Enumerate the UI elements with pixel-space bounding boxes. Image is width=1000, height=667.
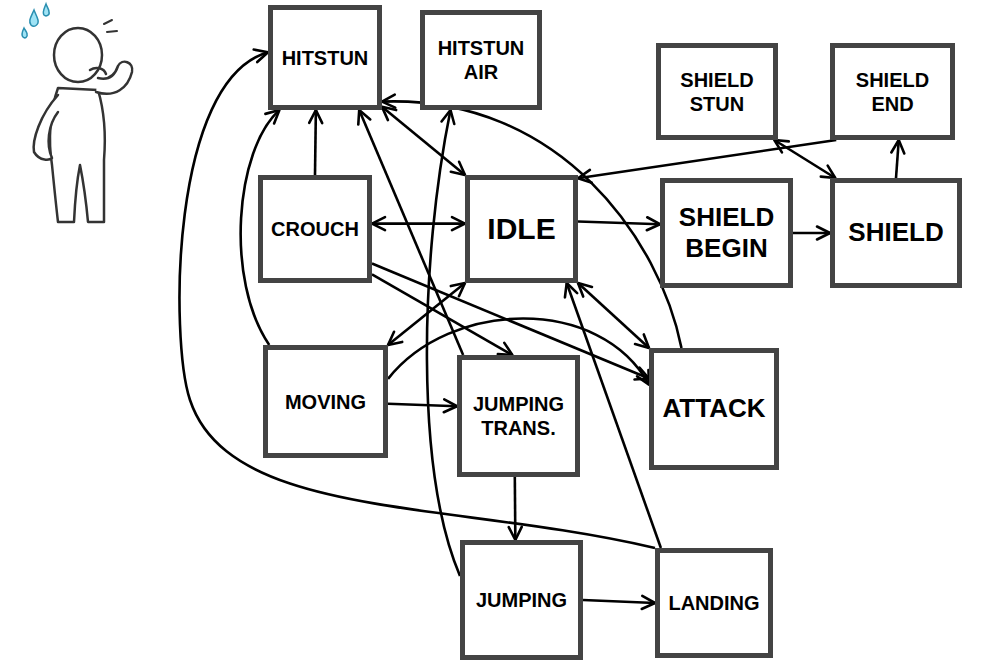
state-box: JUMPING TRANS. (457, 355, 580, 477)
sweat-drops (22, 4, 49, 38)
arrow-head (498, 343, 513, 355)
transition-arrow (578, 283, 649, 348)
arrow-head (382, 95, 395, 108)
transition-arrow (509, 477, 522, 540)
state-box: ATTACK (649, 348, 779, 470)
person-arm-hip (34, 95, 58, 160)
state-label: JUMPING TRANS. (468, 392, 569, 440)
arrow-head (451, 283, 465, 296)
state-label: ATTACK (662, 393, 765, 424)
transition-line (359, 110, 463, 355)
state-box: HITSTUN (268, 5, 382, 110)
sweat-drop (30, 10, 38, 26)
arrow-head (509, 527, 522, 540)
transition-arrow (388, 399, 457, 412)
arrow-head (565, 283, 577, 297)
transition-arrow (583, 596, 655, 609)
worry-lines (104, 20, 117, 32)
worry-line (104, 20, 112, 24)
arrow-head (442, 110, 455, 124)
transition-arrow (891, 140, 904, 178)
state-box: HITSTUN AIR (420, 10, 542, 110)
transition-line (372, 222, 465, 225)
transition-line (793, 232, 830, 235)
state-label: SHIELD STUN (667, 68, 767, 116)
arrow-head (309, 110, 322, 123)
arrow-head (444, 399, 457, 412)
arrow-head (452, 217, 465, 230)
arrow-head (821, 166, 835, 178)
state-box: CROUCH (258, 175, 372, 283)
transition-arrow (578, 140, 836, 183)
arrow-head (891, 140, 904, 153)
transition-arrow (309, 110, 322, 175)
state-label: SHIELD BEGIN (671, 202, 782, 264)
stick-person (34, 28, 133, 222)
person-head (54, 28, 102, 82)
transition-line (583, 600, 655, 603)
arrow-head (451, 162, 465, 175)
transition-line (372, 274, 512, 355)
state-box: IDLE (465, 175, 578, 283)
transition-line (382, 101, 682, 348)
transition-arrow (358, 110, 463, 355)
state-label: MOVING (285, 390, 366, 414)
sweat-drop (22, 28, 27, 38)
transition-line (314, 110, 317, 175)
transition-line (514, 477, 517, 540)
state-label: SHIELD (848, 217, 943, 248)
state-label: LANDING (668, 591, 759, 615)
transition-line (578, 283, 649, 348)
transition-line (567, 283, 661, 548)
state-box: SHIELD END (830, 43, 955, 140)
person-hand (90, 68, 106, 74)
arrow-head (358, 110, 370, 125)
arrow-head (817, 227, 830, 240)
state-label: JUMPING (476, 588, 567, 612)
transition-line (578, 140, 836, 178)
state-box: SHIELD BEGIN (660, 178, 793, 288)
transition-arrow (179, 50, 655, 548)
state-label: HITSTUN AIR (431, 36, 531, 84)
arrow-head (388, 332, 402, 345)
transition-arrow (382, 107, 465, 175)
transition-arrow (372, 217, 465, 230)
state-box: SHIELD STUN (656, 43, 778, 140)
person-arm-chin (96, 62, 132, 94)
transition-arrow (578, 217, 660, 230)
transition-arrow (382, 95, 682, 348)
transition-arrow (793, 227, 830, 240)
state-box: JUMPING (460, 540, 583, 660)
arrow-head (642, 596, 655, 609)
arrow-head (647, 217, 660, 230)
state-label: SHIELD END (841, 68, 944, 116)
transition-line (578, 221, 660, 224)
person-body (50, 88, 105, 222)
state-label: CROUCH (271, 217, 359, 241)
arrow-head (382, 107, 396, 120)
arrow-head (265, 110, 279, 124)
state-box: LANDING (655, 548, 773, 658)
state-label: HITSTUN (282, 46, 369, 70)
arrow-head (635, 334, 649, 348)
state-label: IDLE (487, 211, 555, 247)
transition-line (427, 110, 460, 576)
arrow-head (635, 368, 649, 380)
state-box: MOVING (263, 345, 388, 458)
transition-arrow (372, 274, 512, 355)
transition-line (388, 404, 457, 406)
arrow-head (254, 50, 268, 63)
arrow-head (372, 217, 385, 230)
transition-line (382, 107, 465, 175)
state-box: SHIELD (830, 178, 962, 288)
arrow-head (578, 283, 592, 297)
transition-arrow (427, 110, 460, 576)
sweat-drop (43, 4, 49, 16)
transition-line (179, 52, 655, 548)
worry-line (107, 31, 117, 32)
